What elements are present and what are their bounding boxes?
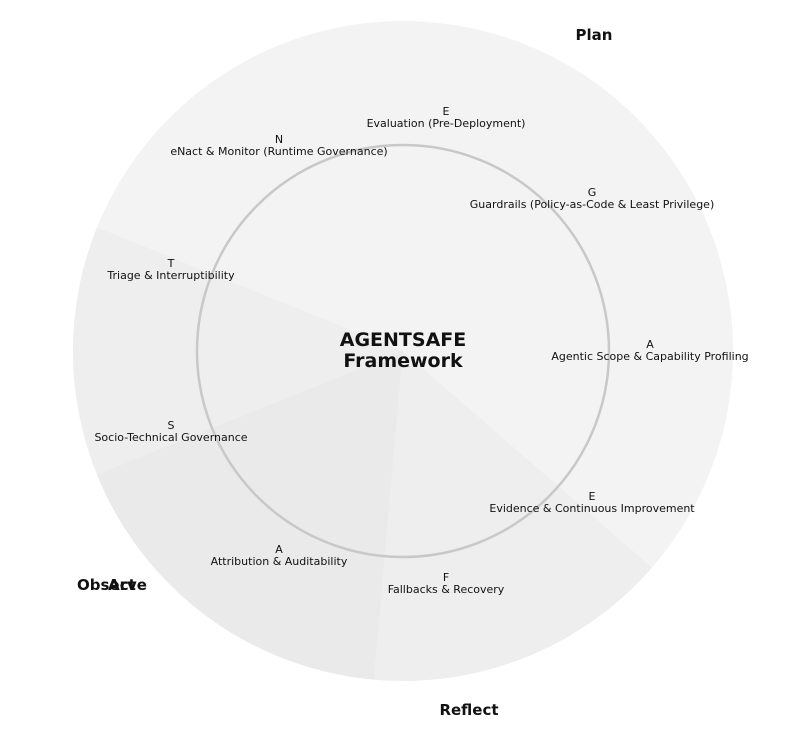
component-label: Evaluation (Pre-Deployment)	[367, 117, 526, 130]
wedge-observe	[97, 351, 403, 680]
phase-wedges	[72, 21, 734, 681]
component-label: Guardrails (Policy-as-Code & Least Privi…	[470, 198, 714, 211]
component-letter: T	[167, 257, 175, 270]
component-label: eNact & Monitor (Runtime Governance)	[170, 145, 387, 158]
component-letter: S	[168, 419, 175, 432]
component-label: Agentic Scope & Capability Profiling	[551, 350, 748, 363]
component-letter: F	[443, 571, 449, 584]
phase-label-observe: Observe	[77, 576, 147, 594]
component-letter: A	[275, 543, 283, 556]
component-letter: G	[588, 186, 597, 199]
phase-label-plan: Plan	[576, 26, 613, 44]
component-label: Fallbacks & Recovery	[388, 583, 505, 596]
wedge-reflect	[374, 351, 653, 681]
component-label: Attribution & Auditability	[211, 555, 348, 568]
inner-ring	[195, 143, 611, 559]
component-label: Socio-Technical Governance	[94, 431, 247, 444]
component-letter: E	[443, 105, 450, 118]
framework-title: AGENTSAFE	[340, 329, 467, 351]
phase-label-act: Act	[108, 576, 136, 594]
phase-label-reflect: Reflect	[439, 701, 498, 719]
component-letter: N	[275, 133, 283, 146]
component-label: Evidence & Continuous Improvement	[489, 502, 695, 515]
component-letter: E	[589, 490, 596, 503]
component-letter: A	[646, 338, 654, 351]
component-label: Triage & Interruptibility	[106, 269, 235, 282]
framework-subtitle: Framework	[343, 350, 463, 372]
wedge-act	[72, 227, 403, 475]
